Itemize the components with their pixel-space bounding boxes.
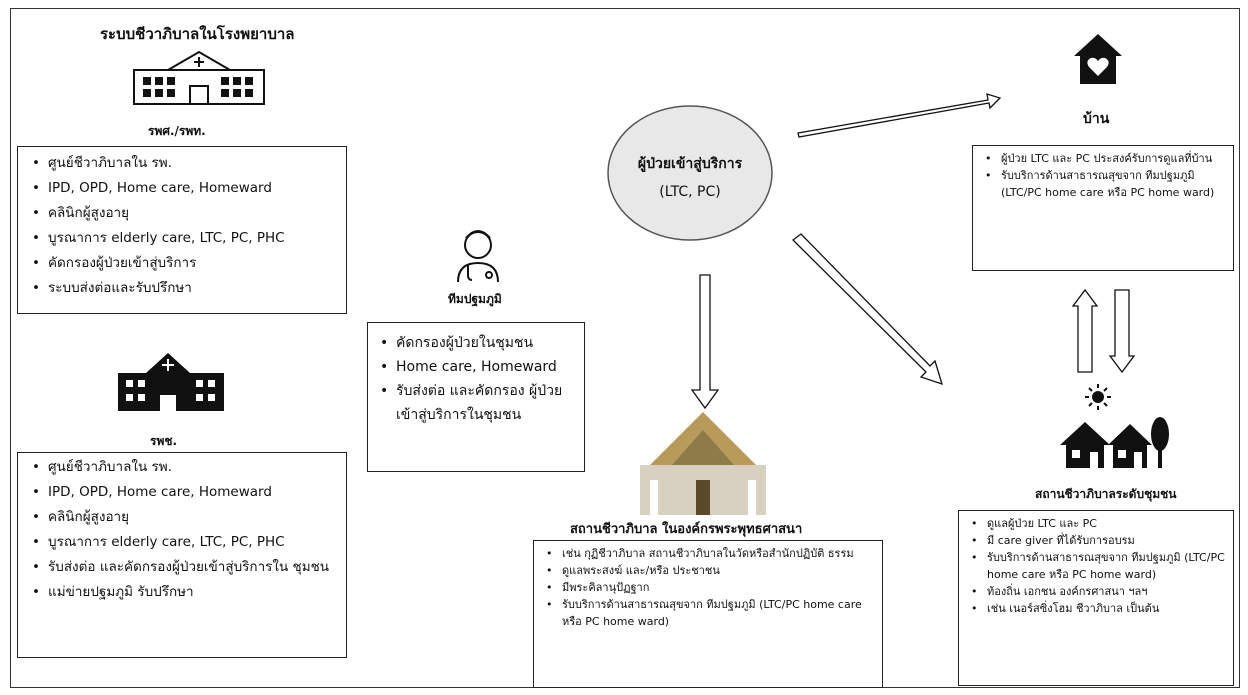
list-item: รับบริการด้านสาธารณสุขจาก ทีมปฐมภูมิ (LT… <box>540 596 876 630</box>
primary-team-box: คัดกรองผู้ป่วยในชุมชน Home care, Homewar… <box>367 322 585 472</box>
list-item: ท้องถิ่น เอกชน องค์กรศาสนา ฯลฯ <box>965 583 1227 600</box>
list-item: ศูนย์ชีวาภิบาลใน รพ. <box>26 151 338 176</box>
rpch-box: ศูนย์ชีวาภิบาลใน รพ. IPD, OPD, Home care… <box>17 452 347 658</box>
hospital-building-icon <box>133 50 265 105</box>
list-item: แม่ข่ายปฐมภูมิ รับปรึกษา <box>26 580 338 605</box>
list-item: รับส่งต่อ และคัดกรอง ผู้ป่วยเข้าสู่บริกา… <box>374 379 578 427</box>
list-item: บูรณาการ elderly care, LTC, PC, PHC <box>26 226 338 251</box>
list-item: Home care, Homeward <box>374 355 578 379</box>
temple-box: เช่น กุฏิชีวาภิบาล สถานชีวาภิบาลในวัดหรื… <box>533 540 883 688</box>
patient-entry-node <box>607 105 773 241</box>
arrow-to-community <box>792 233 943 386</box>
temple-label: สถานชีวาภิบาล ในองค์กรพระพุทธศาสนา <box>570 522 803 537</box>
list-item: ดูแลผู้ป่วย LTC และ PC <box>965 515 1227 532</box>
hospital-system-title: ระบบชีวาภิบาลในโรงพยาบาล <box>100 25 295 43</box>
list-item: คลินิกผู้สูงอายุ <box>26 201 338 226</box>
list-item: คลินิกผู้สูงอายุ <box>26 505 338 530</box>
list-item: IPD, OPD, Home care, Homeward <box>26 480 338 505</box>
arrow-down-home-to-community <box>1108 289 1136 374</box>
list-item: รับส่งต่อ และคัดกรองผู้ป่วยเข้าสู่บริการ… <box>26 555 338 580</box>
community-label: สถานชีวาภิบาลระดับชุมชน <box>1035 487 1177 501</box>
community-box: ดูแลผู้ป่วย LTC และ PC มี care giver ที่… <box>958 510 1234 686</box>
list-item: ระบบส่งต่อและรับปรึกษา <box>26 276 338 301</box>
list-item: มีพระคิลานุปัฏฐาก <box>540 579 876 596</box>
arrow-to-home <box>797 93 1002 138</box>
arrow-up-community-to-home <box>1071 288 1099 373</box>
list-item: ผู้ป่วย LTC และ PC ประสงค์รับการดูแลที่บ… <box>979 150 1227 167</box>
list-item: IPD, OPD, Home care, Homeward <box>26 176 338 201</box>
list-item: บูรณาการ elderly care, LTC, PC, PHC <box>26 530 338 555</box>
rps-label: รพศ./รพท. <box>148 124 206 138</box>
sun-icon <box>1085 384 1111 410</box>
home-label: บ้าน <box>1083 111 1110 127</box>
list-item: รับบริการด้านสาธารณสุขจาก ทีมปฐมภูมิ (LT… <box>965 549 1227 583</box>
center-line2: (LTC, PC) <box>659 184 721 200</box>
temple-icon <box>640 412 766 515</box>
list-item: คัดกรองผู้ป่วยเข้าสู่บริการ <box>26 251 338 276</box>
list-item: รับบริการด้านสาธารณสุขจาก ทีมปฐมภูมิ (LT… <box>979 167 1227 201</box>
list-item: ดูแลพระสงฆ์ และ/หรือ ประชาชน <box>540 562 876 579</box>
rpch-label: รพช. <box>150 434 178 448</box>
rps-box: ศูนย์ชีวาภิบาลใน รพ. IPD, OPD, Home care… <box>17 146 347 314</box>
community-houses-icon <box>1060 417 1169 468</box>
list-item: มี care giver ที่ได้รับการอบรม <box>965 532 1227 549</box>
home-box: ผู้ป่วย LTC และ PC ประสงค์รับการดูแลที่บ… <box>972 145 1234 271</box>
center-text: ผู้ป่วยเข้าสู่บริการ (LTC, PC) <box>610 150 770 206</box>
list-item: ศูนย์ชีวาภิบาลใน รพ. <box>26 455 338 480</box>
list-item: เช่น เนอร์สซิ่งโฮม ชีวาภิบาล เป็นต้น <box>965 600 1227 617</box>
nurse-icon <box>457 230 499 283</box>
list-item: คัดกรองผู้ป่วยในชุมชน <box>374 331 578 355</box>
house-heart-icon <box>1074 34 1122 84</box>
primary-team-label: ทีมปฐมภูมิ <box>448 292 502 306</box>
center-line1: ผู้ป่วยเข้าสู่บริการ <box>637 156 743 172</box>
arrow-to-temple <box>690 274 720 410</box>
community-hospital-icon <box>118 353 224 411</box>
list-item: เช่น กุฏิชีวาภิบาล สถานชีวาภิบาลในวัดหรื… <box>540 545 876 562</box>
